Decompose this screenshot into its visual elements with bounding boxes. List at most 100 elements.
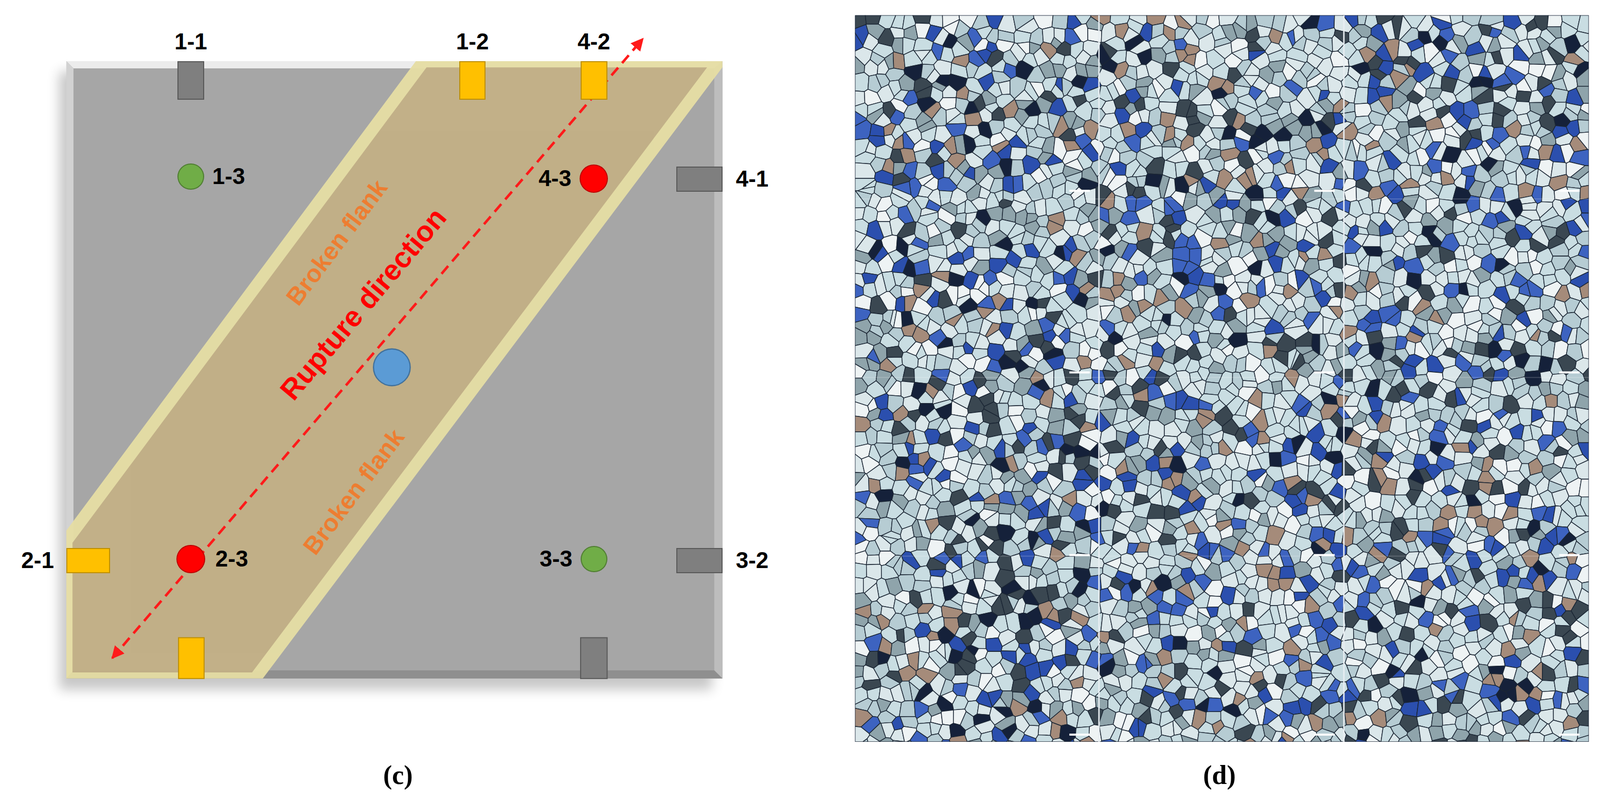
grain — [1101, 270, 1114, 289]
grain — [874, 393, 889, 410]
grain — [1256, 157, 1274, 174]
grain — [855, 402, 870, 419]
grain — [1326, 266, 1345, 283]
grain — [1082, 142, 1101, 163]
grain — [1024, 80, 1039, 101]
grain — [1360, 365, 1378, 382]
grain — [1000, 309, 1019, 325]
grain — [1429, 73, 1442, 89]
grain — [1125, 195, 1137, 212]
grain — [1549, 242, 1569, 257]
grain — [1149, 229, 1164, 244]
grain — [1245, 166, 1257, 186]
grain — [1367, 219, 1380, 237]
grain — [1064, 158, 1084, 172]
grain — [1198, 32, 1215, 53]
grain — [1076, 355, 1092, 370]
grain — [1107, 148, 1120, 165]
grain — [1354, 86, 1369, 104]
grain — [972, 217, 987, 233]
grain — [1426, 158, 1442, 174]
grain — [1215, 97, 1231, 111]
grain — [1306, 206, 1323, 223]
grain — [946, 113, 966, 125]
grain — [902, 366, 915, 383]
grain — [1577, 15, 1589, 34]
grain — [857, 186, 876, 195]
grain — [1286, 47, 1309, 63]
grain — [959, 233, 975, 247]
grain — [1262, 187, 1277, 199]
grain — [1224, 177, 1247, 194]
grain — [1473, 164, 1492, 183]
grain — [1353, 292, 1367, 307]
grain — [1583, 367, 1589, 382]
grain — [1055, 313, 1069, 330]
grain — [1219, 206, 1234, 222]
grain — [1051, 391, 1065, 410]
grain — [1578, 171, 1589, 187]
grain — [1009, 134, 1028, 149]
grain — [902, 132, 915, 150]
grain — [1085, 286, 1100, 299]
grain — [1007, 391, 1023, 407]
grain — [1051, 15, 1068, 30]
grain — [921, 49, 938, 65]
grain — [886, 380, 902, 397]
grain — [1023, 243, 1040, 259]
grain — [1118, 384, 1134, 395]
grain — [1034, 123, 1054, 138]
grain — [1237, 94, 1258, 110]
grain — [1491, 112, 1504, 129]
grain — [1243, 62, 1260, 76]
grain — [936, 258, 952, 272]
specimen-block — [66, 61, 723, 679]
grain — [1455, 84, 1473, 104]
grain — [895, 296, 906, 313]
grain — [1427, 232, 1442, 247]
grain — [942, 84, 958, 98]
grain — [1389, 402, 1401, 419]
micrograph — [855, 15, 1590, 743]
grain — [1135, 86, 1149, 98]
grain — [1547, 46, 1566, 65]
grain — [963, 342, 975, 355]
grain — [1526, 280, 1543, 298]
grain — [935, 75, 950, 87]
grain — [1295, 331, 1313, 347]
grain — [877, 253, 895, 273]
grain — [1367, 396, 1384, 412]
grain — [893, 310, 903, 329]
grain — [1329, 50, 1350, 67]
grain — [1580, 338, 1589, 359]
grain — [1326, 75, 1343, 93]
grain — [1477, 101, 1495, 115]
grain — [1521, 202, 1538, 211]
grain — [1391, 242, 1405, 259]
grain — [1524, 73, 1539, 92]
grain — [1577, 109, 1589, 121]
grain — [869, 123, 885, 137]
grain — [1544, 393, 1558, 408]
grain — [1265, 83, 1281, 99]
grain — [1158, 87, 1180, 103]
grain — [1242, 380, 1258, 388]
grain — [1038, 60, 1056, 79]
grain — [1065, 302, 1088, 324]
grain — [1380, 322, 1399, 339]
grain — [1477, 322, 1489, 335]
grain — [855, 327, 868, 346]
sensor-rect — [580, 637, 608, 679]
grain — [1178, 81, 1191, 101]
grain — [1271, 356, 1289, 374]
grain — [1062, 95, 1078, 113]
grain — [954, 314, 969, 334]
grain — [1181, 396, 1200, 410]
grain — [1562, 106, 1578, 122]
grain — [1337, 353, 1357, 370]
grain — [1411, 46, 1426, 64]
grain — [1440, 170, 1455, 186]
grain — [1326, 296, 1342, 307]
grain — [1415, 358, 1429, 376]
grain — [1574, 393, 1589, 410]
